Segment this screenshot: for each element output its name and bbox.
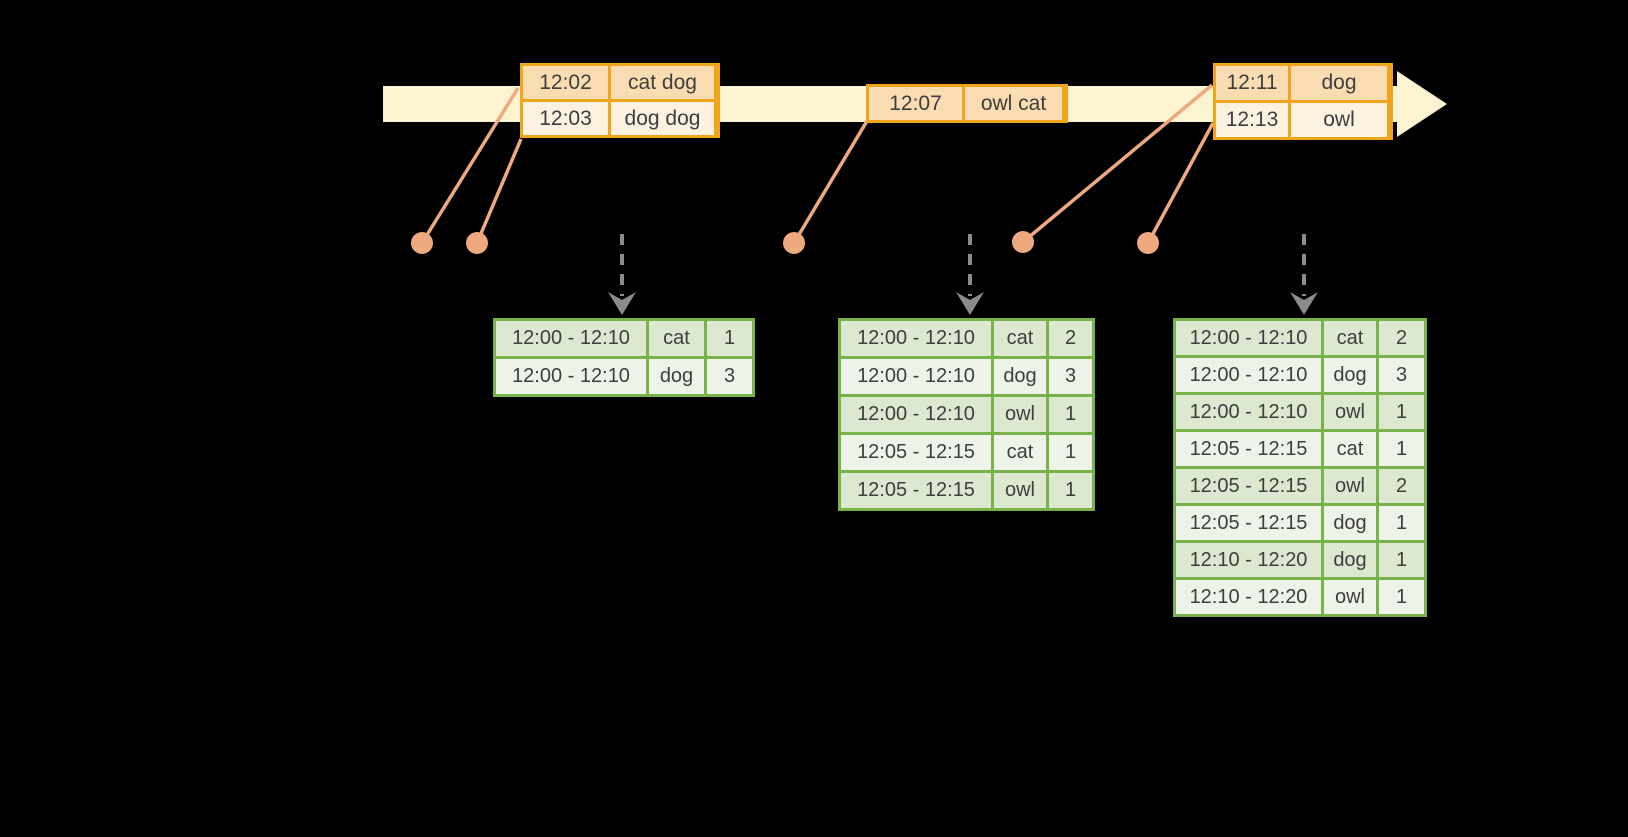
event-words-cell: cat dog [611, 66, 714, 99]
event-dot [1137, 232, 1159, 254]
result-count-cell: 2 [1379, 321, 1424, 355]
result-count-cell: 1 [1379, 432, 1424, 466]
event-dot [1012, 231, 1034, 253]
result-window-cell: 12:00 - 12:10 [1176, 358, 1321, 392]
event-time-cell: 12:11 [1216, 66, 1288, 100]
result-window-cell: 12:00 - 12:10 [841, 359, 991, 394]
event-connector-line [475, 138, 523, 244]
event-table-3: 12:11 dog 12:13 owl [1213, 63, 1393, 140]
result-word-cell: owl [994, 473, 1046, 508]
event-connector-line [792, 120, 869, 244]
result-window-cell: 12:00 - 12:10 [841, 321, 991, 356]
trigger-arrow-icon [1290, 234, 1318, 315]
result-word-cell: dog [1324, 506, 1376, 540]
event-words-cell: dog dog [611, 102, 714, 135]
result-count-cell: 3 [1379, 358, 1424, 392]
result-table-2: 12:00 - 12:10 cat 2 12:00 - 12:10 dog 3 … [838, 318, 1095, 511]
event-connector-line [1021, 83, 1214, 244]
result-count-cell: 1 [1049, 473, 1092, 508]
event-dot [411, 232, 433, 254]
result-count-cell: 1 [1379, 580, 1424, 614]
result-word-cell: cat [1324, 321, 1376, 355]
result-window-cell: 12:00 - 12:10 [1176, 321, 1321, 355]
result-word-cell: owl [1324, 395, 1376, 429]
result-window-cell: 12:05 - 12:15 [1176, 469, 1321, 503]
result-word-cell: owl [1324, 469, 1376, 503]
result-word-cell: cat [994, 321, 1046, 356]
result-window-cell: 12:00 - 12:10 [496, 359, 646, 394]
event-dots [411, 231, 1159, 254]
result-count-cell: 2 [1049, 321, 1092, 356]
event-words-cell: owl [1291, 103, 1387, 137]
result-word-cell: dog [1324, 543, 1376, 577]
result-window-cell: 12:05 - 12:15 [1176, 432, 1321, 466]
result-window-cell: 12:05 - 12:15 [841, 473, 991, 508]
result-window-cell: 12:10 - 12:20 [1176, 580, 1321, 614]
result-word-cell: owl [1324, 580, 1376, 614]
event-connector-line [420, 87, 520, 244]
event-table-1: 12:02 cat dog 12:03 dog dog [520, 63, 720, 138]
result-window-cell: 12:05 - 12:15 [841, 435, 991, 470]
result-count-cell: 1 [707, 321, 752, 356]
result-count-cell: 1 [1379, 506, 1424, 540]
event-time-cell: 12:07 [869, 87, 962, 120]
result-word-cell: dog [1324, 358, 1376, 392]
event-connector-line [1146, 122, 1215, 244]
result-count-cell: 2 [1379, 469, 1424, 503]
event-words-cell: dog [1291, 66, 1387, 100]
result-count-cell: 1 [1049, 435, 1092, 470]
result-window-cell: 12:00 - 12:10 [496, 321, 646, 356]
trigger-arrow-icon [608, 234, 636, 315]
timeline-arrowhead-icon [1397, 71, 1447, 137]
event-connector-lines [420, 83, 1215, 244]
event-time-cell: 12:03 [523, 102, 608, 135]
trigger-arrows [608, 234, 1318, 315]
result-word-cell: cat [649, 321, 704, 356]
event-dot [466, 232, 488, 254]
result-window-cell: 12:00 - 12:10 [841, 397, 991, 432]
result-count-cell: 1 [1049, 397, 1092, 432]
result-window-cell: 12:10 - 12:20 [1176, 543, 1321, 577]
result-count-cell: 3 [1049, 359, 1092, 394]
result-table-1: 12:00 - 12:10 cat 1 12:00 - 12:10 dog 3 [493, 318, 755, 397]
result-window-cell: 12:05 - 12:15 [1176, 506, 1321, 540]
result-table-3: 12:00 - 12:10 cat 2 12:00 - 12:10 dog 3 … [1173, 318, 1427, 617]
event-time-cell: 12:13 [1216, 103, 1288, 137]
result-window-cell: 12:00 - 12:10 [1176, 395, 1321, 429]
event-dot [783, 232, 805, 254]
event-time-cell: 12:02 [523, 66, 608, 99]
result-word-cell: dog [649, 359, 704, 394]
result-word-cell: cat [1324, 432, 1376, 466]
trigger-arrow-icon [956, 234, 984, 315]
event-words-cell: owl cat [965, 87, 1062, 120]
result-word-cell: cat [994, 435, 1046, 470]
event-table-2: 12:07 owl cat [866, 84, 1068, 123]
result-word-cell: dog [994, 359, 1046, 394]
result-count-cell: 1 [1379, 543, 1424, 577]
result-count-cell: 1 [1379, 395, 1424, 429]
result-count-cell: 3 [707, 359, 752, 394]
result-word-cell: owl [994, 397, 1046, 432]
